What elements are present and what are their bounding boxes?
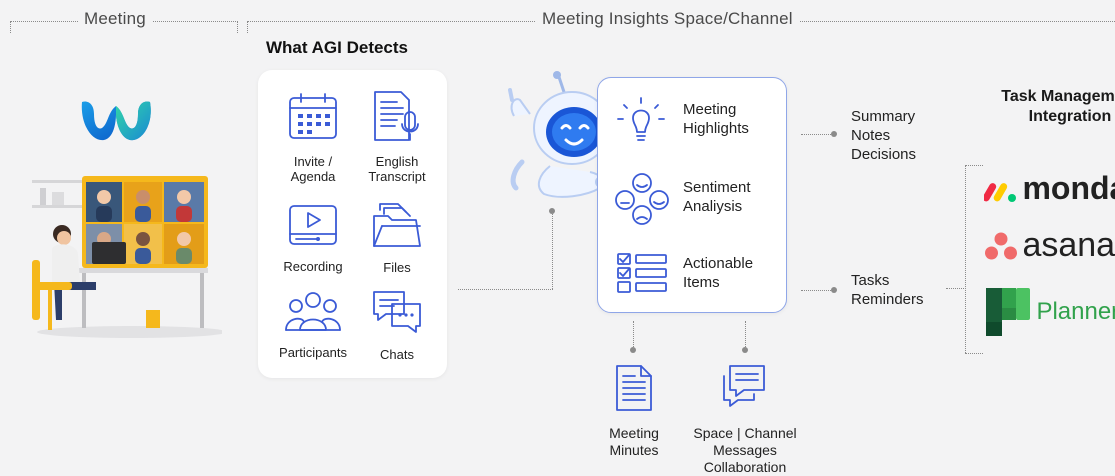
recording-icon (288, 204, 338, 248)
messages-icon (720, 364, 772, 410)
planner-logo: Planner (984, 286, 1115, 338)
tools-bracket-top (965, 165, 983, 166)
transcript-icon (371, 90, 423, 144)
tasks-label: Tasks Reminders (851, 272, 924, 308)
tools-bracket (965, 165, 966, 353)
detect-label-files: Files (383, 260, 411, 275)
detect-label-recording: Recording (283, 259, 343, 274)
tools-bracket-bottom (965, 353, 983, 354)
monday-logo: monday (982, 170, 1115, 206)
minutes-icon (613, 364, 655, 412)
messages-label: Space | Channel Messages Collaboration (693, 425, 797, 475)
lightbulb-icon (616, 96, 666, 146)
calendar-icon (288, 92, 338, 140)
monday-wordmark: monday (1022, 170, 1115, 206)
connector-messages (745, 321, 746, 347)
connector-summary (801, 134, 831, 135)
webex-logo (76, 94, 156, 148)
connector-minutes (633, 321, 634, 347)
insights-card: Meeting Highlights Sentiment Analiysis A… (597, 77, 787, 313)
files-icon (372, 200, 422, 250)
summary-dot (831, 131, 837, 137)
detects-card: Invite / Agenda English Transcript Recor… (258, 70, 447, 378)
connector-detects-vertical (552, 212, 553, 289)
insights-section-label: Meeting Insights Space/Channel (536, 9, 799, 29)
asana-wordmark: asana (1022, 226, 1115, 264)
connector-detects-insights (458, 289, 553, 290)
detect-label-participants: Participants (279, 345, 347, 360)
messages-dot (742, 347, 748, 353)
meeting-illustration (22, 170, 227, 340)
insight-label-sentiment: Sentiment Analiysis (683, 179, 751, 215)
minutes-dot (630, 347, 636, 353)
insights-section-line-left (247, 21, 248, 33)
tasks-dot (831, 287, 837, 293)
task-management-title: Task Management Integration (1001, 88, 1115, 125)
robot-mascot (500, 70, 615, 202)
meeting-section-label: Meeting (78, 9, 152, 29)
participants-icon (284, 290, 342, 334)
detect-label-invite: Invite / Agenda (290, 154, 336, 184)
minutes-label: Meeting Minutes (609, 425, 659, 458)
detect-label-transcript: English Transcript (368, 154, 426, 184)
insight-label-highlights: Meeting Highlights (683, 101, 749, 137)
summary-label: Summary Notes Decisions (851, 108, 917, 163)
meeting-section-line-right (237, 21, 238, 33)
planner-wordmark: Planner (1036, 298, 1115, 325)
connector-dot (549, 208, 555, 214)
insight-label-actionable: Actionable Items (683, 255, 754, 291)
detects-title: What AGI Detects (266, 38, 409, 57)
connector-tasks-to-tools (946, 288, 966, 289)
meeting-section-line-left (10, 21, 11, 33)
chats-icon (372, 290, 424, 334)
checklist-icon (616, 252, 668, 294)
detect-label-chats: Chats (380, 347, 414, 362)
asana-logo: asana (984, 226, 1115, 264)
connector-tasks (801, 290, 831, 291)
sentiment-icon (614, 172, 670, 226)
